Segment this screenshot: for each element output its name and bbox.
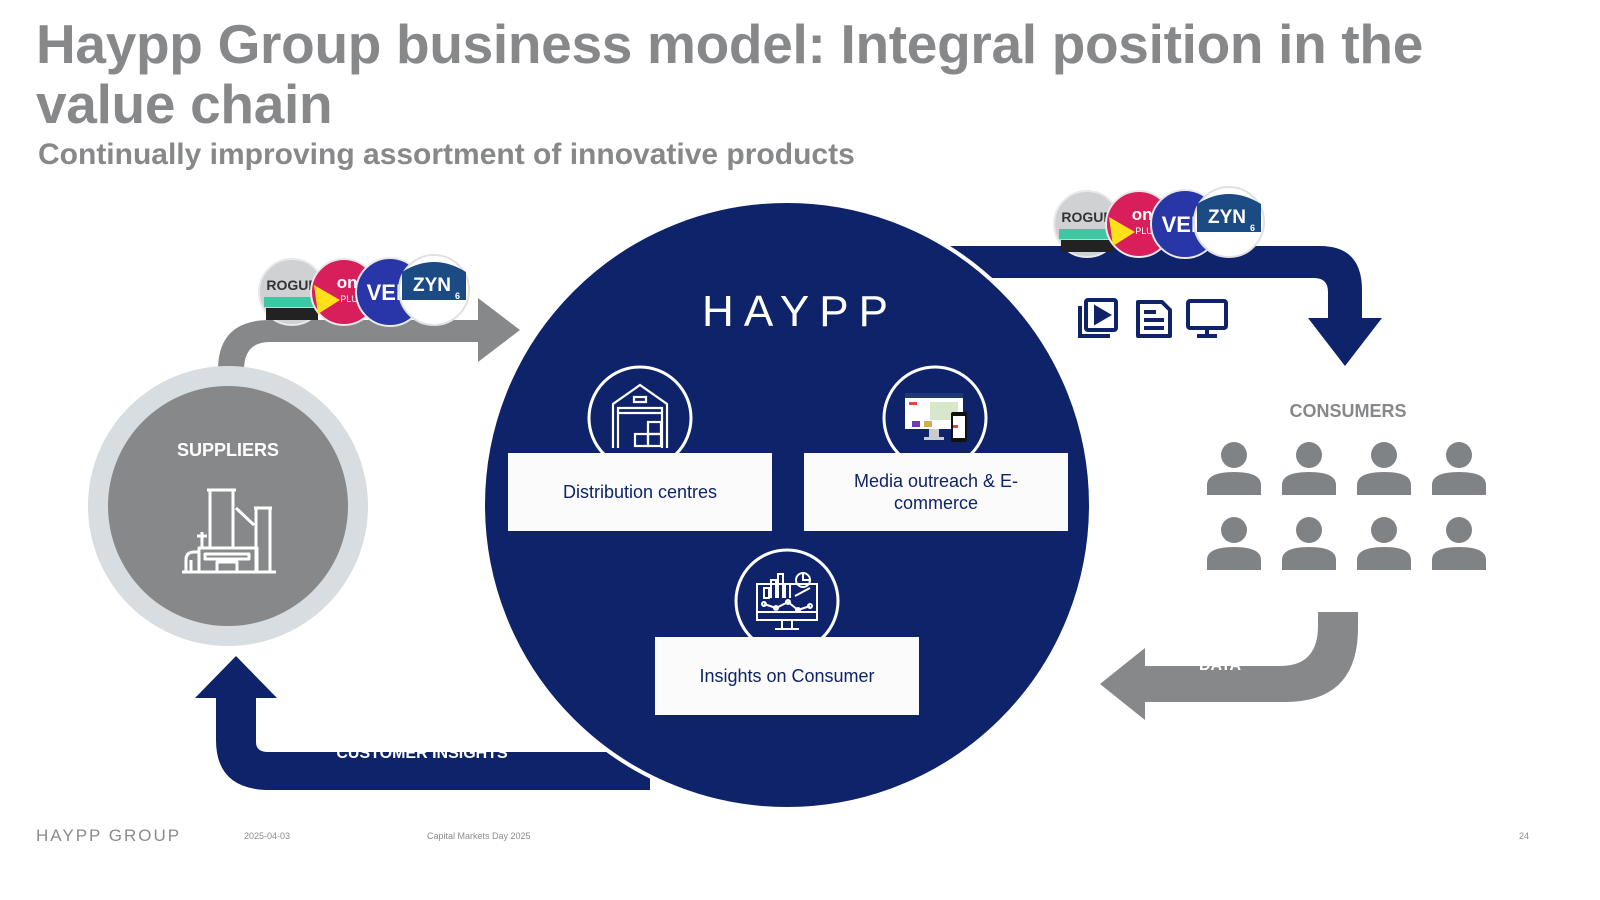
person-icon	[1432, 517, 1486, 570]
person-icon	[1357, 442, 1411, 495]
pillar-distribution-centres: Distribution centres	[508, 453, 772, 531]
product-tin-zyn: ZYN 6	[398, 254, 470, 326]
consumers-label: CONSUMERS	[1289, 401, 1407, 421]
pillar-label: Distribution centres	[562, 482, 718, 502]
delivery-arrow	[940, 246, 1382, 366]
person-icon	[1282, 517, 1336, 570]
monitor-icon	[1186, 299, 1228, 338]
pillar-insights-on-consumer: Insights on Consumer	[655, 637, 919, 715]
page-number: 24	[1519, 831, 1530, 841]
product-tin-rogue: ROGUE	[258, 258, 326, 326]
product-tin-zyn: ZYN 6	[1193, 186, 1265, 258]
factory-icon	[182, 488, 276, 574]
svg-text:PLUS: PLUS	[1135, 226, 1159, 236]
products-right: ROGUE on! PLUS VEL ZYN 6	[1053, 186, 1265, 259]
suppliers-circle	[108, 386, 348, 626]
footer-brand: HAYPP GROUP	[36, 826, 182, 845]
person-icon	[1207, 442, 1261, 495]
svg-text:6: 6	[455, 291, 460, 301]
consumers-grid	[1207, 442, 1486, 570]
person-icon	[1207, 517, 1261, 570]
product-tin-rogue: ROGUE	[1053, 190, 1121, 258]
supply-arrow	[218, 298, 520, 370]
warehouse-icon	[611, 383, 669, 448]
svg-text:ROGUE: ROGUE	[266, 277, 317, 293]
pillar-media-ecommerce: Media outreach & E-commerce	[804, 453, 1068, 531]
devices-screenshot-icon	[905, 393, 967, 442]
person-icon	[1432, 442, 1486, 495]
video-library-icon	[1078, 298, 1118, 338]
haypp-circle	[481, 199, 1093, 811]
svg-text:PLUS: PLUS	[340, 294, 364, 304]
pillar-label: Media outreach & E-commerce	[853, 471, 1019, 513]
svg-text:6: 6	[1250, 223, 1255, 233]
svg-text:ZYN: ZYN	[1208, 207, 1246, 228]
footer-date: 2025-04-03	[244, 831, 291, 841]
customer-insights-label: CUSTOMER INSIGHTS	[336, 745, 508, 762]
data-flow-label: DATA	[1198, 657, 1242, 674]
data-arrow	[1100, 612, 1358, 720]
customer-insights-arrow	[195, 656, 650, 790]
svg-text:ROGUE: ROGUE	[1061, 209, 1112, 225]
suppliers-label: SUPPLIERS	[176, 440, 280, 460]
document-icon	[1136, 300, 1172, 338]
svg-text:ZYN: ZYN	[413, 275, 451, 296]
haypp-logo: HAYPP	[702, 287, 898, 336]
person-icon	[1357, 517, 1411, 570]
page-title: Haypp Group business model: Integral pos…	[36, 13, 1424, 135]
products-left: ROGUE on! PLUS VEL ZYN 6	[258, 254, 470, 327]
analytics-monitor-icon	[756, 572, 818, 630]
pillar-label: Insights on Consumer	[699, 666, 875, 686]
person-icon	[1282, 442, 1336, 495]
page-subtitle: Continually improving assortment of inno…	[38, 138, 855, 171]
footer-event: Capital Markets Day 2025	[427, 831, 531, 841]
